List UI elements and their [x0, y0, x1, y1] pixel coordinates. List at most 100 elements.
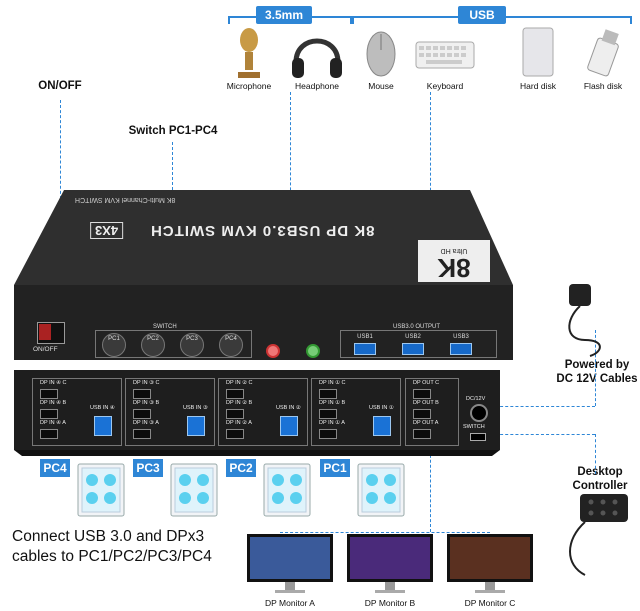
audio-tag: 3.5mm: [256, 6, 312, 24]
input-group-panel: [311, 378, 401, 446]
dp-in-port[interactable]: [226, 389, 244, 399]
pc1-button[interactable]: [102, 333, 126, 357]
dp-out-b-port[interactable]: [413, 409, 431, 419]
monitor-icon: [347, 534, 433, 593]
input-group-panel: [32, 378, 122, 446]
headphone-jack[interactable]: [306, 344, 320, 358]
pc-label: PC4: [40, 459, 70, 477]
usb3-label: USB3: [453, 334, 469, 340]
dp-in-port[interactable]: [226, 429, 244, 439]
leader-line: [595, 434, 596, 474]
mic-jack[interactable]: [266, 344, 280, 358]
dp-in-label: DP IN ③ C: [133, 380, 160, 386]
pc4-button-label: PC4: [225, 336, 237, 342]
dp-in-label: DP IN ① A: [319, 420, 345, 426]
power-switch[interactable]: [37, 322, 65, 344]
dp-in-port[interactable]: [319, 409, 337, 419]
dc-port[interactable]: [470, 404, 488, 422]
dp-in-port[interactable]: [40, 429, 58, 439]
leader-line: [595, 330, 596, 406]
power-rocker: [39, 324, 51, 340]
mouse-icon: [366, 31, 396, 77]
desktop-controller-icon: [569, 494, 628, 576]
hard-disk-icon: [522, 27, 554, 77]
dp-in-label: DP IN ④ A: [40, 420, 66, 426]
pc-label: PC1: [320, 459, 350, 477]
dp-out-c-label: DP OUT C: [413, 380, 440, 386]
hd-badge-sub: Ultra HD: [440, 247, 468, 254]
hd-badge: 8K Ultra HD: [418, 240, 490, 283]
pc-tower-icon: [170, 463, 218, 517]
dp-in-port[interactable]: [133, 429, 151, 439]
switch-pc-callout: Switch PC1-PC4: [128, 125, 218, 137]
dp-in-port[interactable]: [40, 409, 58, 419]
usb-in-label: USB IN ③: [183, 405, 208, 411]
pc4-button[interactable]: [219, 333, 243, 357]
dp-in-label: DP IN ② B: [226, 400, 253, 406]
keyboard-icon: [415, 41, 475, 69]
power-switch-label: ON/OFF: [33, 346, 58, 353]
dp-in-port[interactable]: [40, 389, 58, 399]
leader-line: [495, 434, 595, 435]
pc2-button-label: PC2: [147, 336, 159, 342]
leader-line: [280, 532, 490, 533]
pc-tower-icon: [77, 463, 125, 517]
dp-out-a-label: DP OUT A: [413, 420, 439, 426]
model-label: 8K DP USB3.0 KVM SWITCH: [150, 222, 375, 239]
dp-in-label: DP IN ② C: [226, 380, 253, 386]
dp-in-label: DP IN ③ A: [133, 420, 159, 426]
dp-in-port[interactable]: [319, 389, 337, 399]
dp-in-label: DP IN ② A: [226, 420, 252, 426]
usb2-label: USB2: [405, 334, 421, 340]
input-group-panel: [125, 378, 215, 446]
dp-in-port[interactable]: [226, 409, 244, 419]
monitor-label: DP Monitor A: [265, 598, 315, 608]
device-label: Hard disk: [520, 81, 556, 91]
usb-in-port[interactable]: [187, 416, 205, 436]
monitor-icon: [247, 534, 333, 593]
usb1-port[interactable]: [354, 343, 376, 355]
dp-in-label: DP IN ① C: [319, 380, 346, 386]
headphone-icon: [292, 38, 342, 78]
power-callout: Powered by DC 12V Cables: [556, 359, 638, 385]
leader-line: [495, 406, 595, 407]
switch-port[interactable]: [470, 433, 486, 441]
monitor-label: DP Monitor B: [364, 598, 416, 608]
pc-label: PC3: [133, 459, 163, 477]
pc2-button[interactable]: [141, 333, 165, 357]
dp-in-port[interactable]: [319, 429, 337, 439]
usb-in-port[interactable]: [373, 416, 391, 436]
usb-in-port[interactable]: [280, 416, 298, 436]
input-group-panel: [218, 378, 308, 446]
device-label: Flash disk: [583, 81, 623, 91]
usb2-port[interactable]: [402, 343, 424, 355]
dp-in-port[interactable]: [133, 389, 151, 399]
dp-in-label: DP IN ③ B: [133, 400, 160, 406]
switch-port-label: SWITCH: [463, 424, 485, 430]
dp-in-port[interactable]: [133, 409, 151, 419]
usb-output-caption: USB3.0 OUTPUT: [390, 324, 444, 330]
dp-in-label: DP IN ① B: [319, 400, 346, 406]
dp-out-c-port[interactable]: [413, 389, 431, 399]
controller-callout: Desktop Controller: [572, 466, 628, 492]
usb-tag: USB: [458, 6, 506, 24]
pc-tower-icon: [263, 463, 311, 517]
monitor-label: DP Monitor C: [464, 598, 516, 608]
device-label: Microphone: [226, 81, 272, 91]
pc1-button-label: PC1: [108, 336, 120, 342]
usb-in-port[interactable]: [94, 416, 112, 436]
device-label: Keyboard: [426, 81, 464, 91]
dp-out-a-port[interactable]: [413, 429, 431, 439]
dc-label: DC/12V: [466, 396, 486, 402]
dp-in-label: DP IN ④ B: [40, 400, 67, 406]
switch-panel: [95, 330, 252, 358]
device-label: Mouse: [368, 81, 394, 91]
usb3-port[interactable]: [450, 343, 472, 355]
usb-in-label: USB IN ①: [369, 405, 394, 411]
pc3-button[interactable]: [180, 333, 204, 357]
dp-in-label: DP IN ④ C: [40, 380, 67, 386]
connect-instructions: Connect USB 3.0 and DPx3 cables to PC1/P…: [12, 528, 212, 565]
pc-label: PC2: [226, 459, 256, 477]
hd-badge-text: 8K: [437, 253, 471, 283]
top-small-label: 8K Multi-Channel KVM SWITCH: [75, 196, 176, 203]
